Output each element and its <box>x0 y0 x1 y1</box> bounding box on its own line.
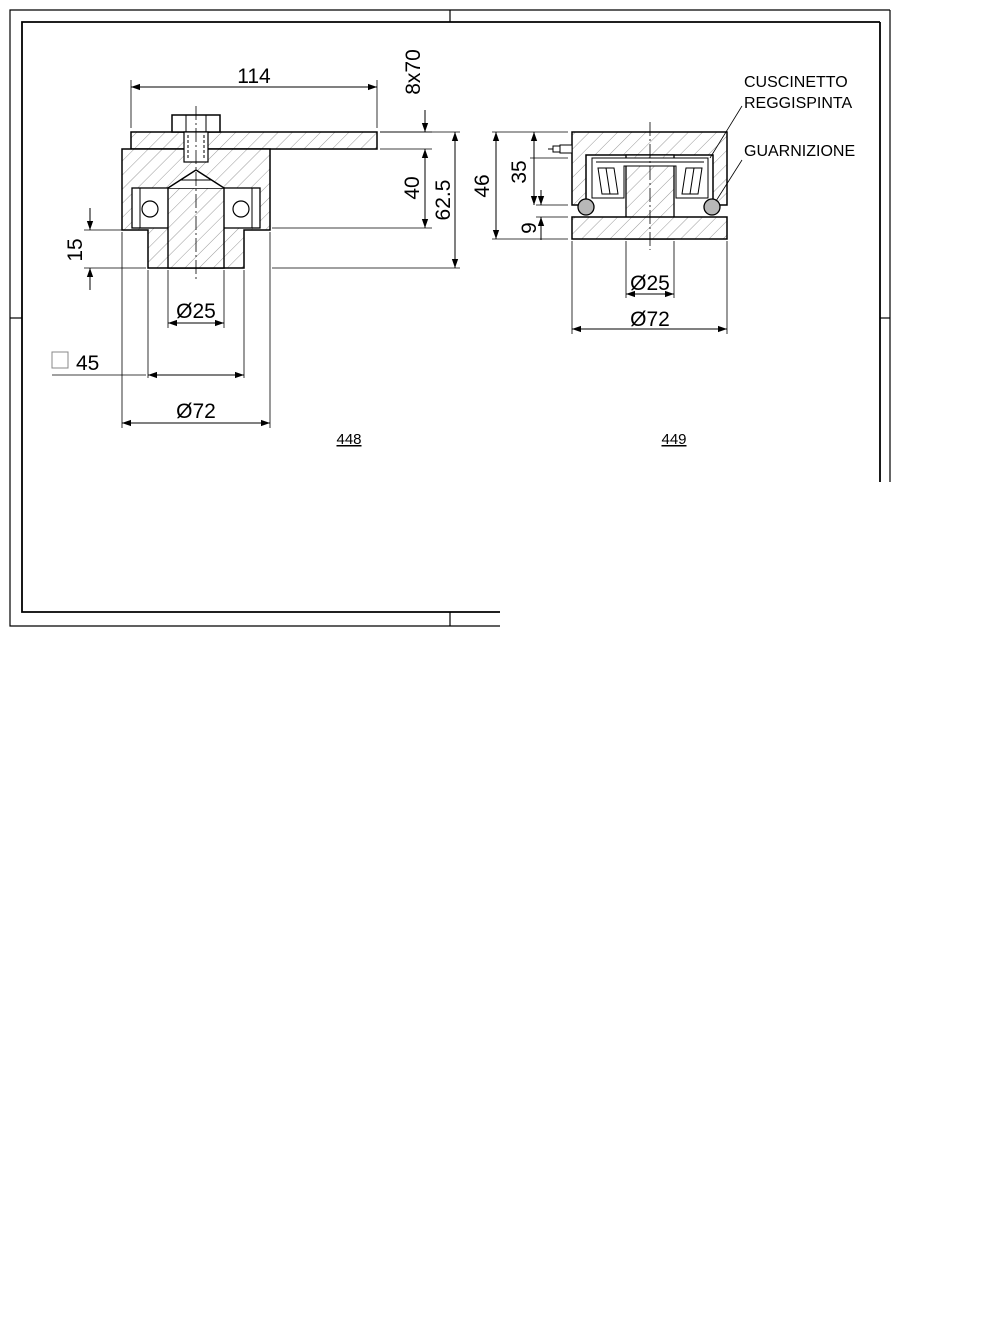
drawing-number-449: 449 <box>661 431 686 448</box>
drawing-number-448: 448 <box>336 431 361 448</box>
label-bearing-line2: REGGISPINTA <box>744 95 852 112</box>
dim-bore-449: Ø25 <box>630 272 670 295</box>
drawing-448: 114 8x70 40 62.5 15 Ø25 45 Ø72 448 <box>51 49 460 448</box>
dim-plate-448: 8x70 <box>402 49 425 95</box>
seal-ring <box>703 198 721 216</box>
upper-housing <box>571 131 728 206</box>
top-plate <box>130 131 378 150</box>
sheet-frame <box>9 9 891 627</box>
seal-ring <box>577 198 595 216</box>
label-seal: GUARNIZIONE <box>744 143 855 160</box>
label-bearing-line1: CUSCINETTO <box>744 74 848 91</box>
bearing-ball <box>232 200 250 218</box>
dim-square-448: 45 <box>76 352 99 375</box>
dim-outer-449: Ø72 <box>630 308 670 331</box>
square-symbol-icon <box>51 351 69 369</box>
bearing-ball <box>141 200 159 218</box>
dim-35-449: 35 <box>508 160 531 183</box>
dim-46-449: 46 <box>471 174 494 197</box>
dim-length-448: 114 <box>237 65 271 88</box>
dim-bore-448: Ø25 <box>176 300 216 323</box>
dim-40-448: 40 <box>401 176 424 199</box>
thrust-bearing <box>591 157 709 199</box>
drawing-449: 46 35 9 Ø25 Ø72 CUSCINETTO REGGISPINTA G… <box>471 74 855 448</box>
dim-15-448: 15 <box>64 238 87 261</box>
lower-base <box>571 216 728 240</box>
grease-nipple-icon <box>548 144 573 154</box>
dim-9-449: 9 <box>518 222 541 234</box>
dim-62-5-448: 62.5 <box>432 180 455 221</box>
dim-outer-448: Ø72 <box>176 400 216 423</box>
